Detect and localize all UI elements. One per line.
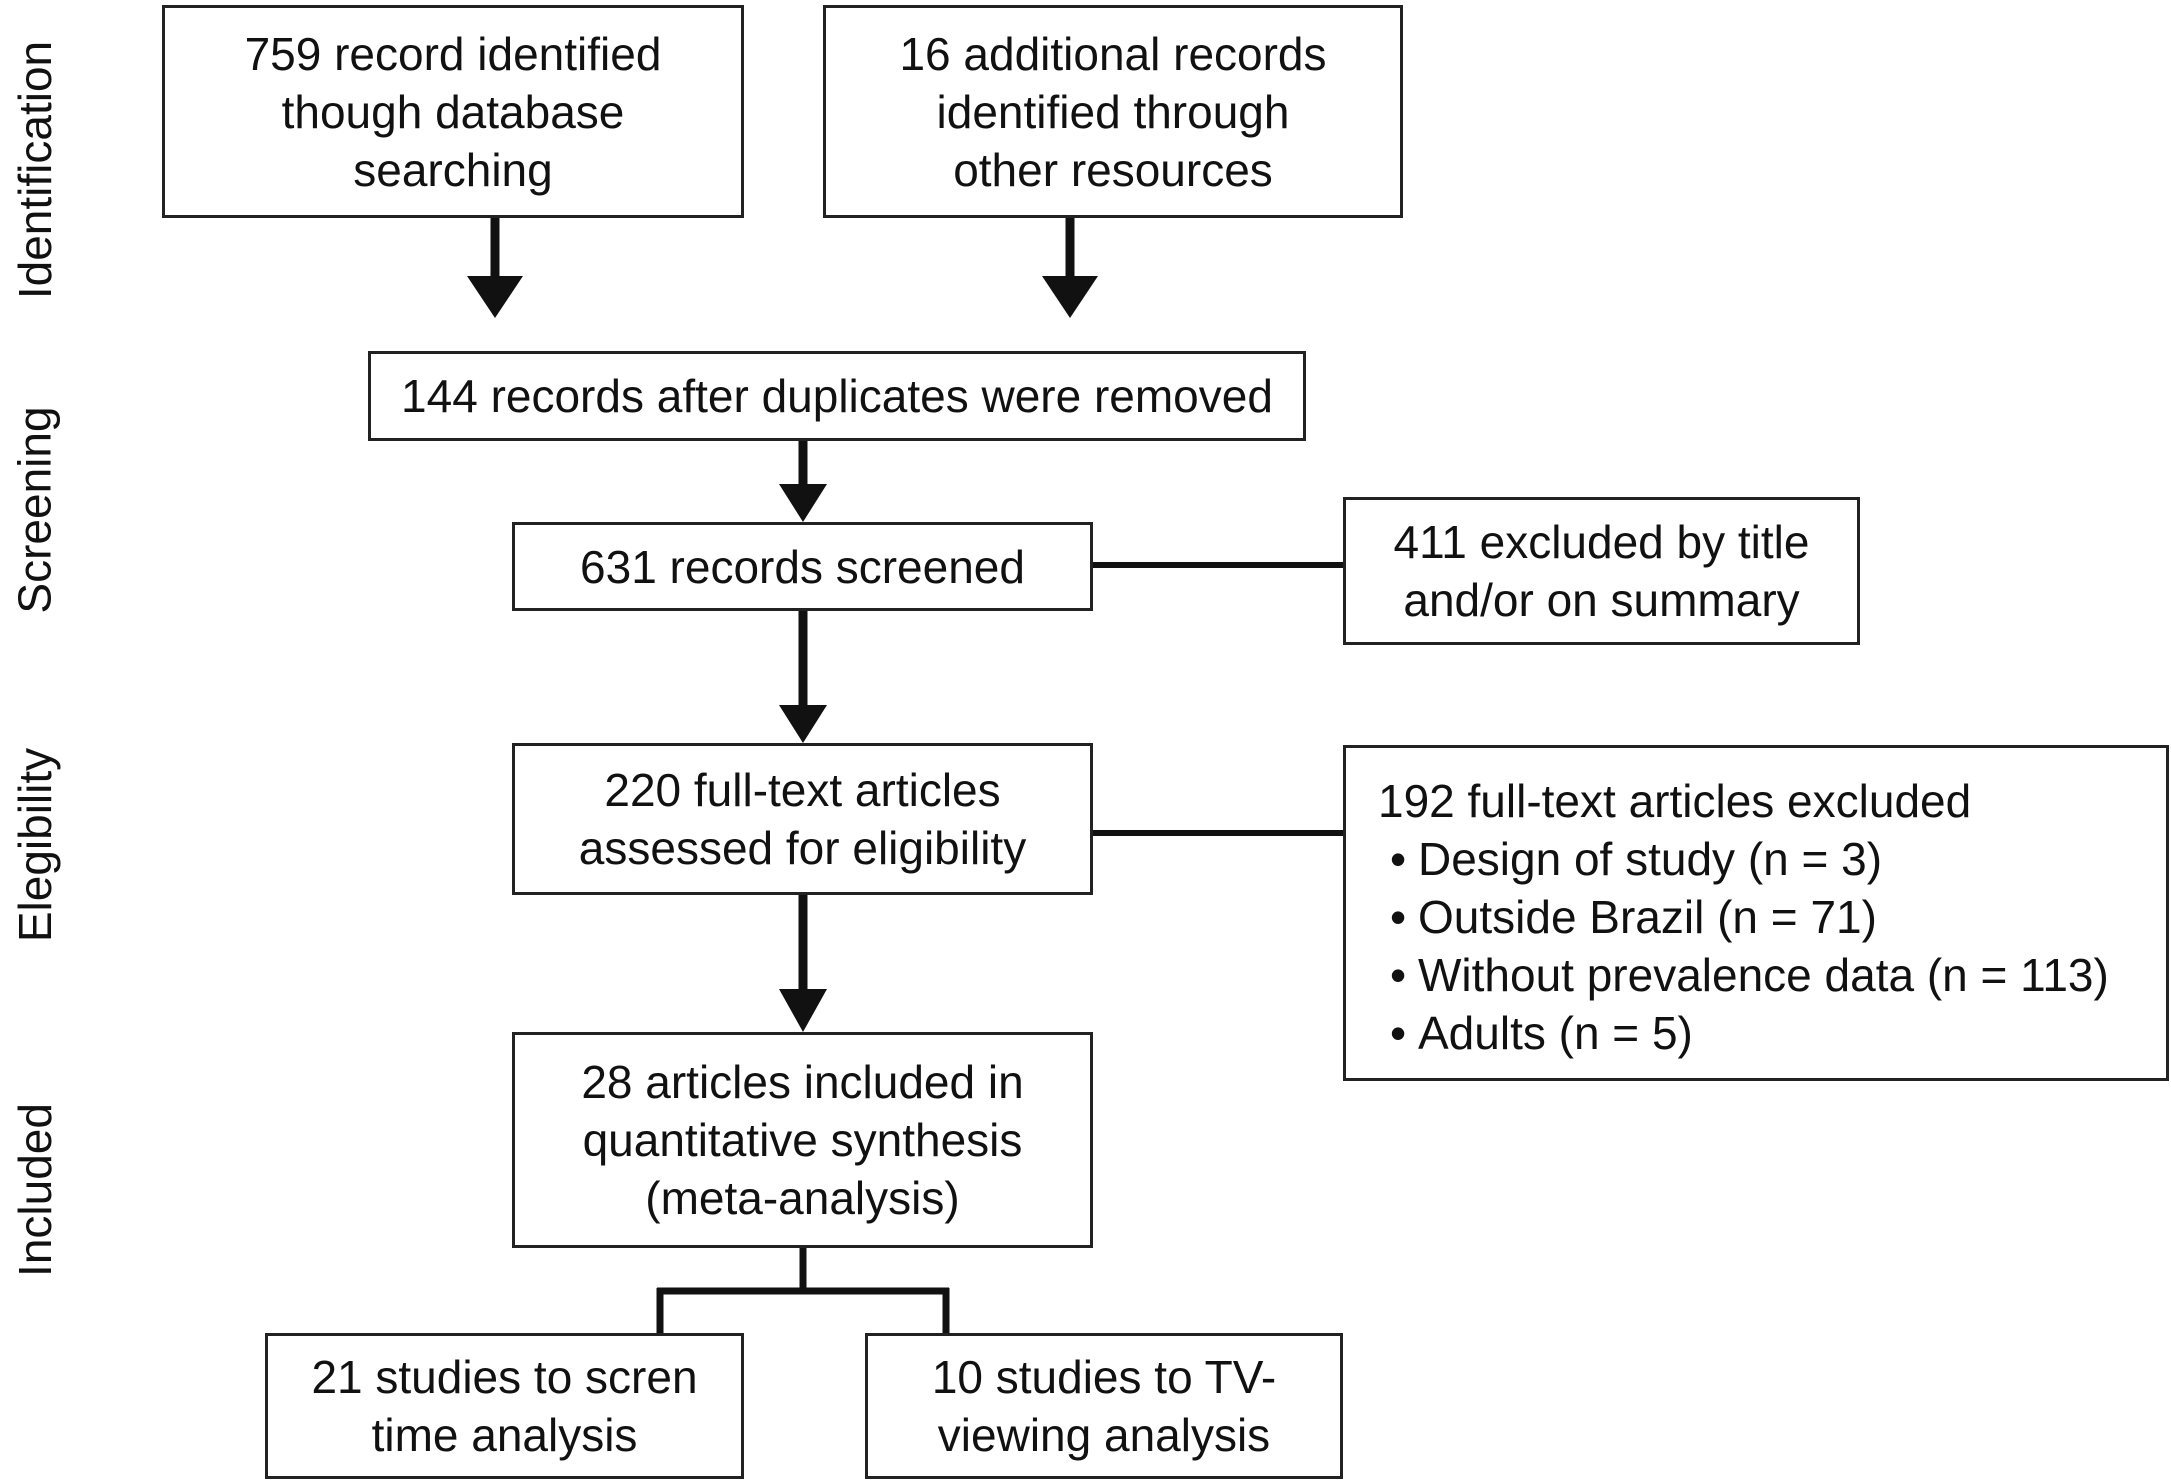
arrow-head bbox=[779, 989, 827, 1032]
box-full-text-excluded: 192 full-text articles excluded • Design… bbox=[1343, 745, 2169, 1081]
exclusion-reason: • Without prevalence data (n = 113) bbox=[1389, 949, 2109, 1001]
box-included-synthesis: 28 articles included in quantitative syn… bbox=[512, 1032, 1093, 1248]
stage-label-included: Included bbox=[9, 1103, 62, 1277]
stage-label-screening: Screening bbox=[9, 406, 62, 614]
arrow-head bbox=[1042, 276, 1098, 318]
box-full-text-assessed: 220 full-text articles assessed for elig… bbox=[512, 743, 1093, 895]
box-screen-time-studies: 21 studies to scren time analysis bbox=[265, 1333, 744, 1479]
stage-label-identification: Identification bbox=[9, 40, 61, 300]
box-additional-records: 16 additional records identified through… bbox=[823, 5, 1403, 218]
stage-label-elegibility: Elegibility bbox=[9, 747, 61, 943]
arrow-head bbox=[467, 276, 523, 318]
arrow-head bbox=[779, 705, 827, 743]
exclusion-reason: • Design of study (n = 3) bbox=[1389, 833, 1883, 885]
exclusion-reason: • Adults (n = 5) bbox=[1389, 1007, 1693, 1059]
box-after-duplicates: 144 records after duplicates were remove… bbox=[368, 351, 1306, 441]
box-excluded-by-title: 411 excluded by title and/or on summary bbox=[1343, 497, 1860, 645]
arrow-head bbox=[779, 484, 827, 522]
exclusion-reason: • Outside Brazil (n = 71) bbox=[1389, 891, 1877, 943]
box-records-screened: 631 records screened bbox=[512, 522, 1093, 611]
excluded-heading: 192 full-text articles excluded bbox=[1378, 775, 1972, 827]
box-tv-viewing-studies: 10 studies to TV- viewing analysis bbox=[865, 1333, 1343, 1479]
box-database-records: 759 record identified though database se… bbox=[162, 5, 744, 218]
